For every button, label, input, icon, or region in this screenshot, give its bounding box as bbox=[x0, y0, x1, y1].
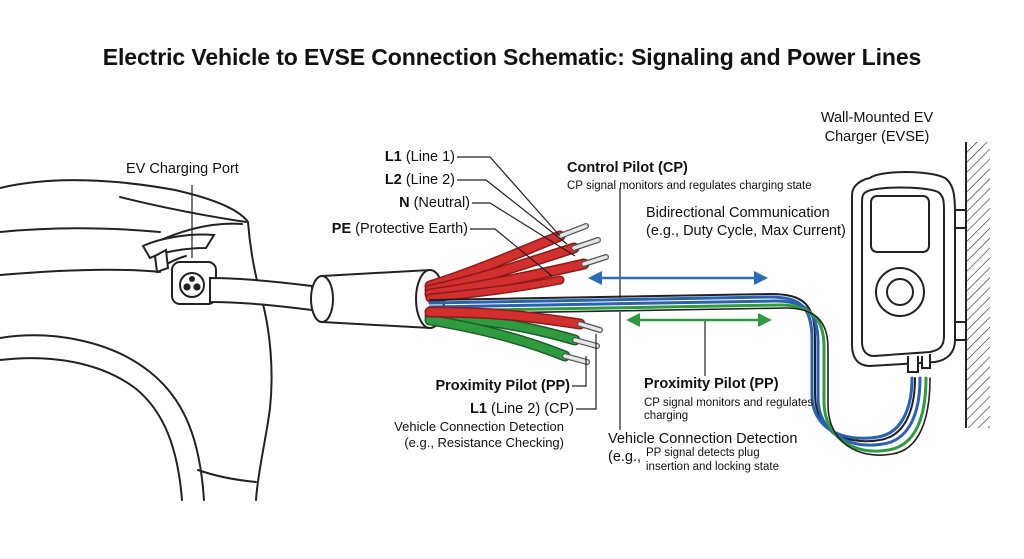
evse-unit bbox=[851, 171, 967, 373]
label-l2-desc: (Line 2) bbox=[405, 172, 455, 188]
label-n-desc: (Neutral) bbox=[413, 195, 470, 211]
leader-lines bbox=[191, 156, 706, 430]
detect-left-block: Vehicle Connection Detection (e.g., Resi… bbox=[360, 419, 564, 450]
label-pe: PE (Protective Earth) bbox=[290, 221, 468, 238]
l1-lower-desc: (Line 2) (CP) bbox=[491, 401, 574, 417]
label-n-code: N bbox=[399, 195, 410, 211]
leader-l1-lower bbox=[576, 334, 597, 410]
control-pilot-title: Control Pilot (CP) bbox=[567, 160, 688, 176]
label-n: N (Neutral) bbox=[300, 195, 470, 212]
bidirectional-comm-block: Bidirectional Communication (e.g., Duty … bbox=[646, 204, 846, 240]
leader-pp-left bbox=[572, 356, 587, 387]
charging-cable bbox=[209, 276, 313, 312]
l1-lower-label: L1 (Line 2) (CP) bbox=[420, 401, 574, 418]
label-pe-code: PE bbox=[331, 221, 352, 237]
detect-left-desc: (e.g., Resistance Checking) bbox=[404, 434, 564, 450]
conductor-l1-wire bbox=[424, 230, 566, 292]
detect-right-desc-line2: insertion and locking state bbox=[646, 460, 779, 473]
label-pe-desc: (Protective Earth) bbox=[355, 221, 468, 237]
blue-double-arrow bbox=[588, 271, 768, 285]
evse-label: Wall-Mounted EV Charger (EVSE) bbox=[806, 109, 948, 147]
power-conductors bbox=[424, 230, 590, 303]
leader-l2 bbox=[457, 179, 568, 245]
leader-pe bbox=[470, 228, 553, 277]
conductor-pe-wire bbox=[425, 275, 565, 303]
pp-left-label: Proximity Pilot (PP) bbox=[435, 378, 570, 394]
pp-right-desc-line2: charging bbox=[644, 410, 689, 423]
pilot-wire-tips bbox=[562, 321, 603, 365]
control-pilot-block: Control Pilot (CP) CP signal monitors an… bbox=[567, 160, 812, 193]
label-l1-desc: (Line 1) bbox=[405, 149, 455, 165]
evse-label-line1: Wall-Mounted EV bbox=[820, 110, 934, 126]
label-l2: L2 (Line 2) bbox=[300, 172, 455, 189]
detect-right-title: Vehicle Connection Detection bbox=[608, 431, 798, 447]
detect-right-desc-line1: PP signal detects plug bbox=[646, 447, 760, 459]
pp-right-block: Proximity Pilot (PP) CP signal monitors … bbox=[644, 376, 813, 424]
wall bbox=[965, 142, 990, 428]
detect-right-eg: (e.g., bbox=[608, 449, 642, 465]
label-l1-code: L1 bbox=[384, 149, 402, 165]
detect-right-desc: PP signal detects plug insertion and loc… bbox=[646, 447, 779, 475]
bidirectional-comm-title: Bidirectional Communication bbox=[646, 205, 830, 221]
green-double-arrow bbox=[626, 313, 772, 327]
leader-n bbox=[472, 202, 576, 257]
vehicle-body bbox=[0, 179, 273, 501]
control-pilot-desc: CP signal monitors and regulates chargin… bbox=[567, 179, 812, 192]
cp-wire bbox=[424, 314, 571, 362]
pp-right-title: Proximity Pilot (PP) bbox=[644, 376, 779, 392]
conductor-n-wire bbox=[424, 258, 590, 300]
label-l1: L1 (Line 1) bbox=[300, 149, 455, 166]
bidirectional-comm-desc: (e.g., Duty Cycle, Max Current) bbox=[646, 223, 846, 240]
l1-lower-code: L1 bbox=[470, 401, 487, 417]
pp-right-desc-line1: CP signal monitors and regulates bbox=[644, 396, 814, 409]
diagram-title: Electric Vehicle to EVSE Connection Sche… bbox=[102, 44, 922, 70]
leader-l1 bbox=[457, 156, 561, 237]
cable-sheath bbox=[310, 268, 445, 330]
power-wire-tips bbox=[557, 223, 609, 267]
lower-power-wire bbox=[424, 306, 586, 330]
label-l2-code: L2 bbox=[384, 172, 402, 188]
detect-left-title: Vehicle Connection Detection bbox=[394, 419, 564, 434]
charging-port bbox=[141, 233, 217, 305]
ev-charging-port-label: EV Charging Port bbox=[126, 161, 239, 177]
signal-lines-to-evse bbox=[428, 292, 931, 456]
evse-label-line2: Charger (EVSE) bbox=[824, 128, 930, 145]
